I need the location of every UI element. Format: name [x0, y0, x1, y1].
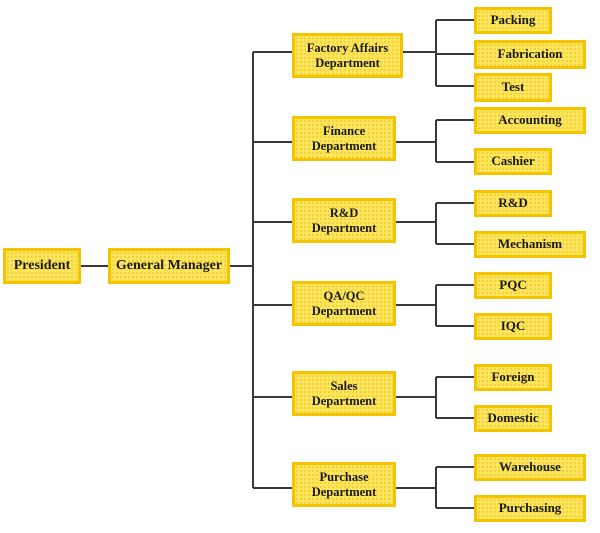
- unit-box: Cashier: [474, 148, 552, 175]
- unit-box: Mechanism: [474, 231, 586, 258]
- unit-box: Purchasing: [474, 495, 586, 522]
- unit-box: IQC: [474, 313, 552, 340]
- unit-box: Domestic: [474, 405, 552, 432]
- general-manager-box: General Manager: [108, 248, 230, 284]
- department-box: Factory Affairs Department: [292, 33, 403, 78]
- department-box: QA/QC Department: [292, 281, 396, 326]
- unit-box: Test: [474, 73, 552, 102]
- unit-box: Fabrication: [474, 40, 586, 69]
- department-box: Finance Department: [292, 116, 396, 161]
- unit-box: Foreign: [474, 364, 552, 391]
- unit-box: PQC: [474, 272, 552, 299]
- president-box: President: [3, 248, 81, 284]
- unit-box: Warehouse: [474, 454, 586, 481]
- unit-box: Packing: [474, 7, 552, 34]
- department-box: R&D Department: [292, 198, 396, 243]
- department-box: Purchase Department: [292, 462, 396, 507]
- unit-box: Accounting: [474, 107, 586, 134]
- unit-box: R&D: [474, 190, 552, 217]
- department-box: Sales Department: [292, 371, 396, 416]
